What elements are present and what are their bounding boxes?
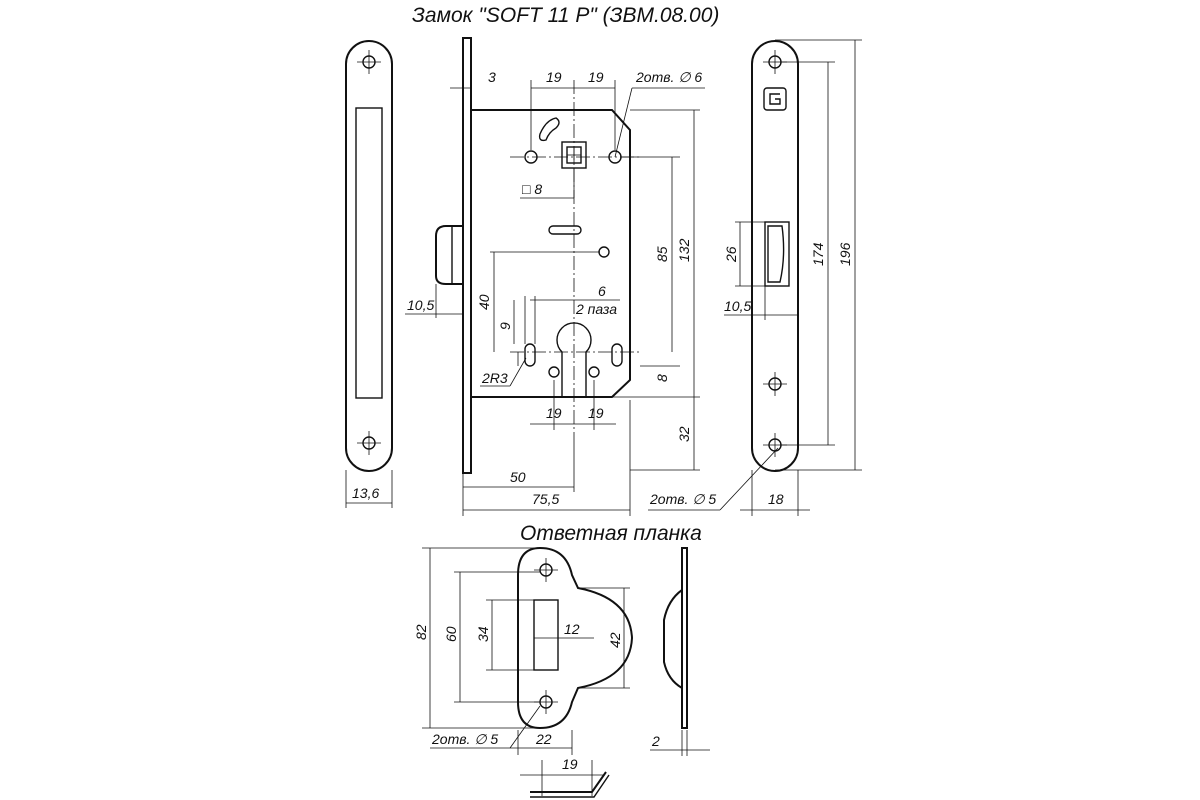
dim-132: 132 [676, 238, 692, 262]
dim-174: 174 [810, 242, 826, 266]
holes-6-label: 2отв. ∅ 6 [635, 69, 702, 85]
dim-22: 22 [535, 731, 552, 747]
dim-2: 2 [651, 733, 660, 749]
dim-196: 196 [837, 242, 853, 266]
holes-5-label-strike: 2отв. ∅ 5 [431, 731, 498, 747]
lock-title: Замок "SOFT 11 P" (ЗВМ.08.00) [412, 4, 719, 27]
faceplate-front-view: 13,6 [345, 40, 393, 508]
slots-label: 2 паза [575, 301, 617, 317]
dim-60: 60 [443, 626, 459, 642]
dim-82: 82 [413, 624, 429, 640]
dim-18: 18 [768, 491, 784, 507]
dim-10-5-right: 10,5 [724, 298, 751, 314]
dim-32: 32 [676, 426, 692, 442]
dim-19-bottom-left: 19 [546, 405, 562, 421]
dim-9: 9 [497, 322, 513, 330]
dim-85: 85 [654, 246, 670, 262]
brand-logo-icon [763, 87, 787, 111]
dim-8: 8 [654, 374, 670, 382]
dim-square-8: □ 8 [522, 181, 542, 197]
faceplate-side-view: 26 10,5 174 196 2отв. ∅ 5 18 [648, 39, 862, 516]
dim-19-bottom-right: 19 [588, 405, 604, 421]
dim-6: 6 [598, 283, 606, 299]
strike-plate-bottom-view: 19 [520, 756, 610, 798]
dim-26: 26 [723, 246, 739, 263]
strike-plate-title: Ответная планка [520, 522, 702, 545]
dim-3: 3 [488, 69, 496, 85]
dim-75-5: 75,5 [532, 491, 559, 507]
dim-13-6: 13,6 [352, 485, 379, 501]
lock-body-view [435, 37, 640, 474]
dim-42: 42 [607, 632, 623, 648]
strike-plate-front-view: 82 60 34 12 42 2отв. ∅ 5 22 [413, 546, 634, 755]
lock-body-dimensions: 3 19 19 2отв. ∅ 6 □ 8 85 132 8 32 40 10,… [405, 69, 705, 516]
strike-plate-side-view: 2 [650, 547, 710, 756]
dim-10-5-left: 10,5 [407, 297, 434, 313]
dim-19-bottom: 19 [562, 756, 578, 772]
dim-40: 40 [476, 294, 492, 310]
dim-50: 50 [510, 469, 526, 485]
dim-34: 34 [475, 626, 491, 642]
dim-19-top-left: 19 [546, 69, 562, 85]
holes-5-label-lock: 2отв. ∅ 5 [649, 491, 716, 507]
dim-12: 12 [564, 621, 580, 637]
radius-2r3-label: 2R3 [481, 370, 508, 386]
dim-19-top-right: 19 [588, 69, 604, 85]
